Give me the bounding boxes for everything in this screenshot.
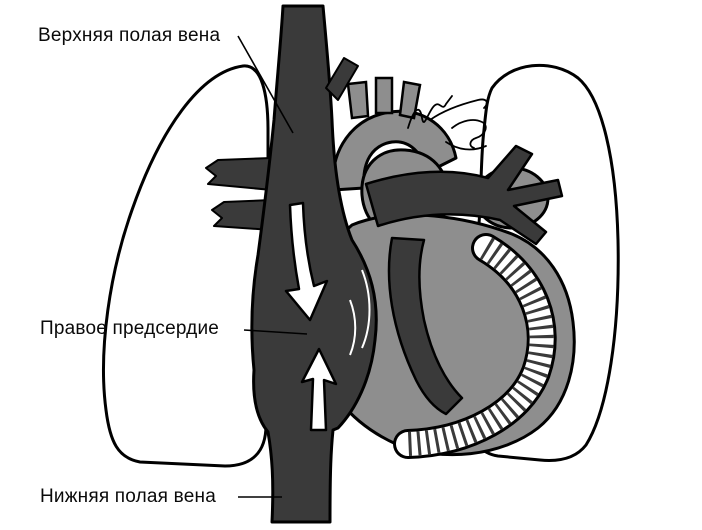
leader-line-right-atrium: [243, 329, 308, 335]
label-inferior-vena-cava: Нижняя полая вена: [40, 486, 216, 507]
label-superior-vena-cava: Верхняя полая вена: [38, 25, 221, 46]
left-pulmonary-vessel-stub-upper: [205, 157, 273, 191]
aortic-arch: [331, 109, 458, 192]
left-lung-outline: [102, 64, 270, 468]
blood-flow-arrow-down: [284, 201, 329, 322]
arch-branch-stub-3: [398, 80, 422, 120]
svc-top-branch-stub: [325, 57, 359, 101]
atrium-detail-line-1: [361, 269, 371, 349]
descending-vessel-band: [387, 236, 464, 416]
atrium-detail-line-2: [349, 299, 357, 356]
handwritten-signature-icon: [407, 95, 488, 151]
arch-branch-stub-1: [346, 80, 370, 120]
label-right-atrium: Правое предсердие: [40, 318, 220, 339]
leader-line-superior-vena-cava: [237, 35, 294, 134]
blood-flow-arrow-up: [300, 347, 338, 432]
ventricle-lining-hatching: [407, 237, 554, 456]
right-pulmonary-artery: [364, 144, 564, 246]
vena-cava-right-atrium: [250, 4, 378, 524]
arch-branch-stub-2: [374, 76, 394, 115]
